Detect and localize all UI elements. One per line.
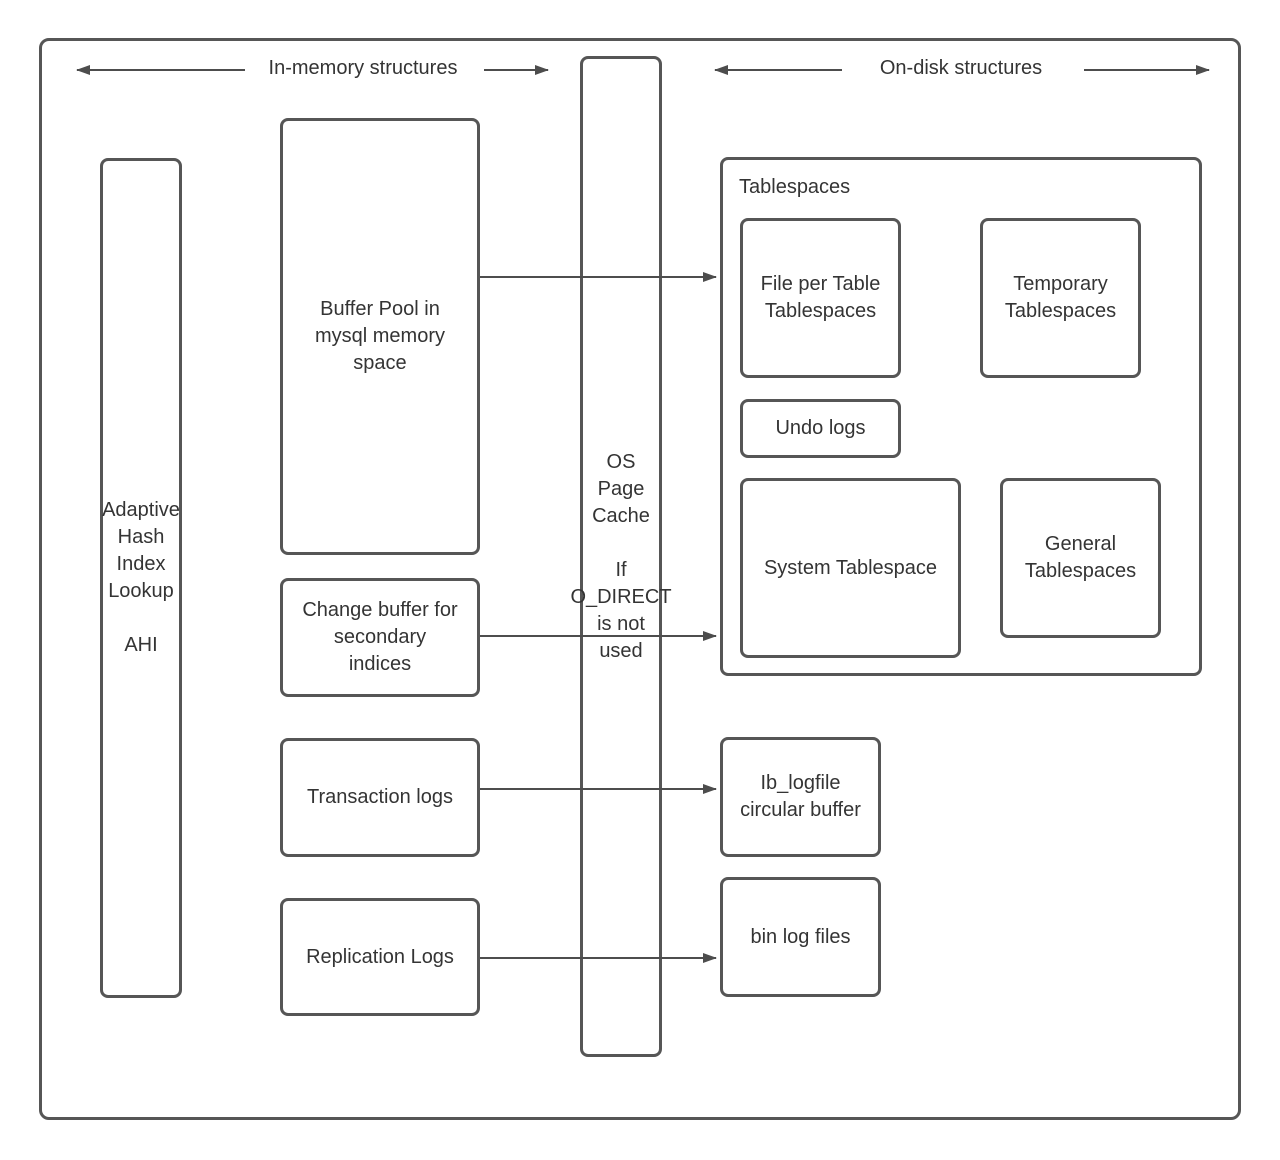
node-change-buffer: Change buffer for secondary indices bbox=[280, 578, 480, 697]
diagram-outer-frame bbox=[39, 38, 1241, 1120]
in-memory-structures-label: In-memory structures bbox=[268, 57, 458, 79]
node-file-per-table-tablespaces: File per Table Tablespaces bbox=[740, 218, 901, 378]
undo-logs-label: Undo logs bbox=[775, 417, 866, 439]
change-buffer-label: Change buffer for secondary indices bbox=[302, 599, 458, 675]
buffer-pool-label: Buffer Pool in mysql memory space bbox=[314, 298, 445, 374]
node-undo-logs: Undo logs bbox=[740, 399, 901, 458]
system-tablespace-label: System Tablespace bbox=[763, 556, 938, 579]
replication-logs-label: Replication Logs bbox=[306, 945, 454, 968]
node-system-tablespace: System Tablespace bbox=[740, 478, 961, 658]
bin-log-files-label: bin log files bbox=[750, 925, 851, 948]
transaction-logs-label: Transaction logs bbox=[307, 786, 453, 808]
node-ib-logfile-circular-buffer: Ib_logfile circular buffer bbox=[720, 737, 881, 857]
on-disk-structures-label: On-disk structures bbox=[879, 57, 1043, 79]
node-transaction-logs: Transaction logs bbox=[280, 738, 480, 857]
file-per-table-tablespaces-label: File per Table Tablespaces bbox=[760, 273, 881, 322]
node-replication-logs: Replication Logs bbox=[280, 898, 480, 1016]
node-adaptive-hash-index: Adaptive Hash Index Lookup AHI bbox=[100, 158, 182, 998]
node-temporary-tablespaces: Temporary Tablespaces bbox=[980, 218, 1141, 378]
ib-logfile-circular-buffer-label: Ib_logfile circular buffer bbox=[740, 772, 861, 821]
adaptive-hash-index-label: Adaptive Hash Index Lookup AHI bbox=[102, 499, 180, 656]
node-buffer-pool: Buffer Pool in mysql memory space bbox=[280, 118, 480, 555]
temporary-tablespaces-label: Temporary Tablespaces bbox=[1004, 273, 1117, 322]
node-bin-log-files: bin log files bbox=[720, 877, 881, 997]
node-general-tablespaces: General Tablespaces bbox=[1000, 478, 1161, 638]
node-os-page-cache: OS Page Cache If O_DIRECT is not used bbox=[570, 56, 672, 1057]
os-page-cache-label: OS Page Cache If O_DIRECT is not used bbox=[570, 450, 672, 662]
tablespaces-title: Tablespaces bbox=[739, 176, 851, 198]
general-tablespaces-label: General Tablespaces bbox=[1024, 533, 1137, 582]
